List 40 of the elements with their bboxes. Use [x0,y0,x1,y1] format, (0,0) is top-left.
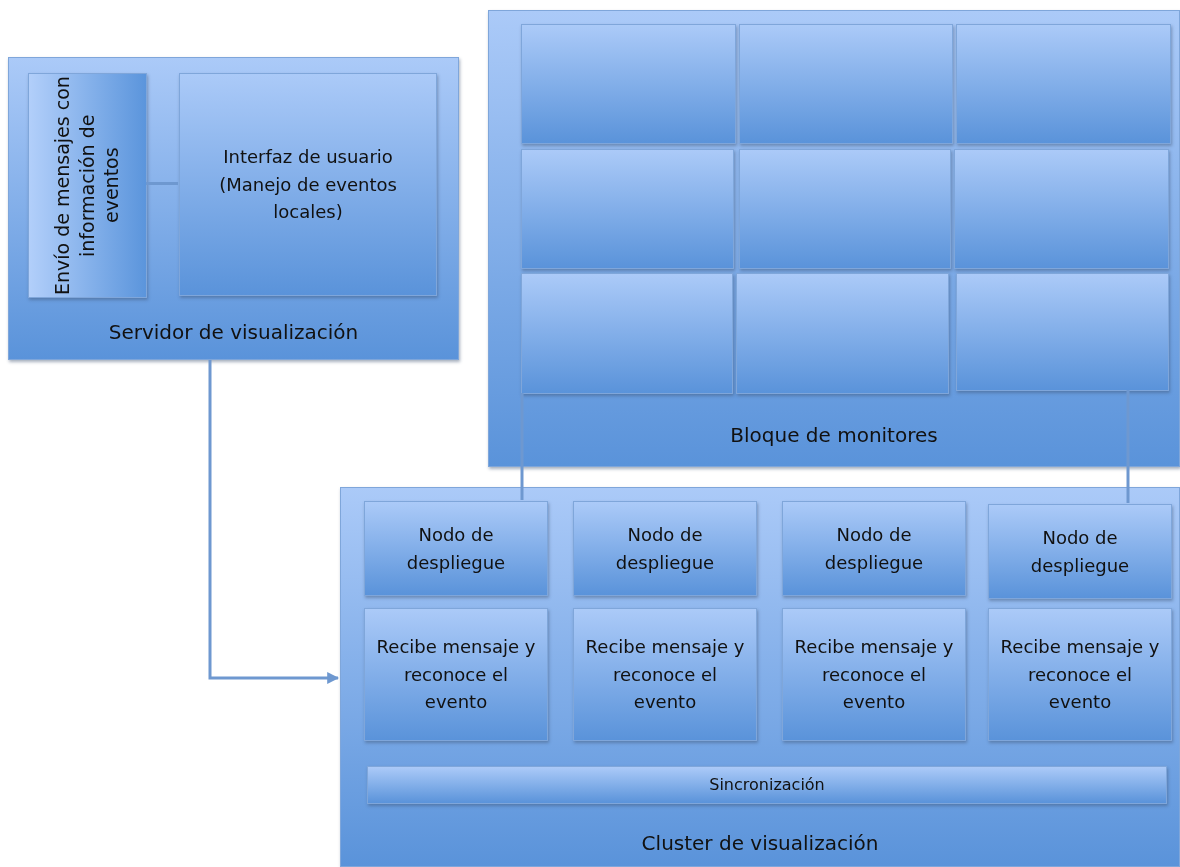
box-label: Nodo de despliegue [823,522,925,575]
process-box [364,608,548,741]
box-label: Nodo de despliegue [405,522,507,575]
box-label: Nodo de despliegue [614,522,716,575]
panel-title: Bloque de monitores [729,423,939,447]
process-box [782,501,966,596]
monitor-screen-box [956,273,1169,391]
panel-title: Servidor de visualización [107,320,360,344]
monitor-screen-box [956,24,1171,144]
process-box [988,504,1172,599]
process-box [364,501,548,596]
monitor-screen-box [739,149,951,269]
box-label: Nodo de despliegue [1029,525,1131,578]
sync-bar [367,766,1167,804]
box-label: Recibe mensaje y reconoce el evento [999,634,1161,715]
container-panel [8,57,459,360]
box-label: Sincronización [708,773,826,796]
container-panel [340,487,1180,867]
connector-line [520,393,524,500]
monitor-screen-box [954,149,1169,269]
box-label: Recibe mensaje y reconoce el evento [584,634,746,715]
process-box [573,608,757,741]
process-box [28,73,147,298]
process-box [988,608,1172,741]
monitor-screen-box [521,273,733,394]
container-panel [488,10,1180,467]
box-label: Recibe mensaje y reconoce el evento [793,634,955,715]
monitor-screen-box [739,24,953,144]
arrow [208,360,340,684]
monitor-screen-box [521,149,734,269]
process-box [573,501,757,596]
monitor-screen-box [736,273,949,394]
box-label: Interfaz de usuario (Manejo de eventos locales) [218,144,398,225]
box-label: Recibe mensaje y reconoce el evento [375,634,537,715]
process-box [782,608,966,741]
monitor-screen-box [521,24,736,144]
process-box [179,73,437,296]
connector-line [1126,390,1130,503]
panel-title: Cluster de visualización [640,831,880,855]
box-label: Envío de mensajes con información de eventos [50,75,124,297]
